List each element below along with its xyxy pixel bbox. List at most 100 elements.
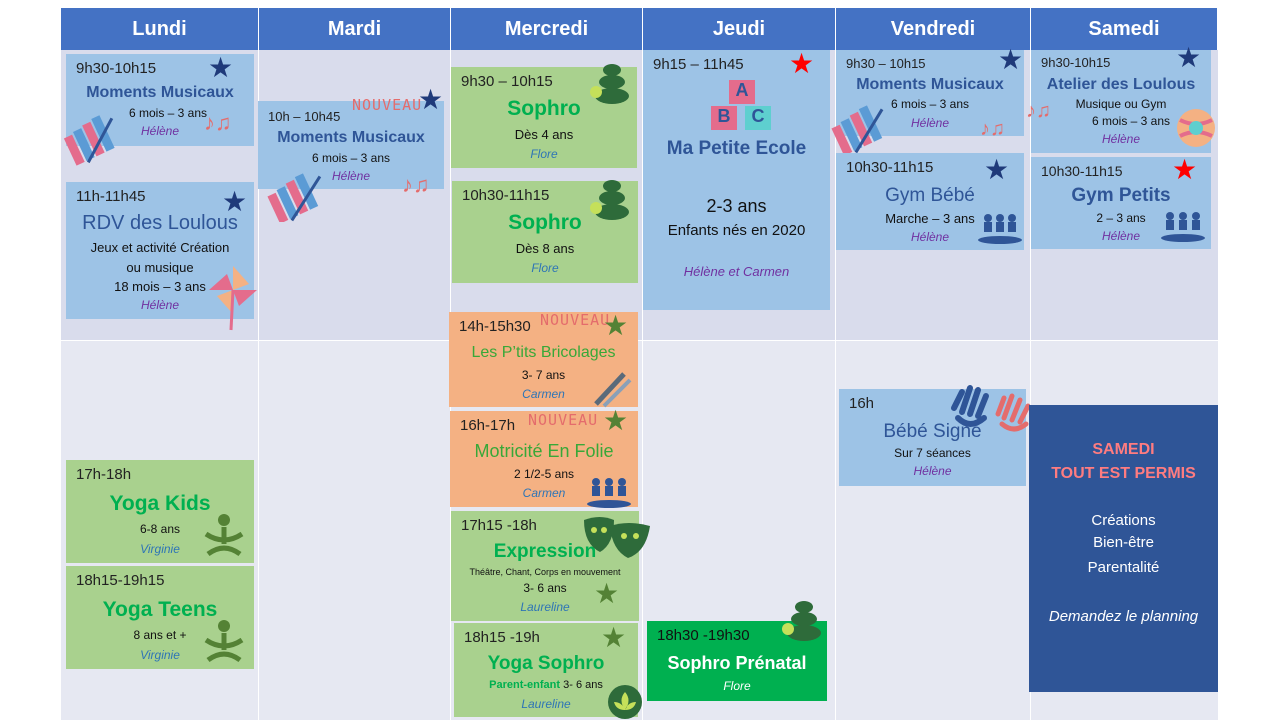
time-label: 14h-15h30 <box>459 318 531 335</box>
age-label: 2-3 ans <box>706 196 767 216</box>
activity-description: ou musique <box>126 260 194 275</box>
instructor-label: Carmen <box>522 387 565 401</box>
activity-title: Gym Petits <box>1071 185 1171 206</box>
instructor-label: Hélène <box>140 298 180 312</box>
header-samedi: Samedi <box>1031 8 1217 50</box>
activity-card-bebe-signe[interactable]: 16h Bébé Signe Sur 7 séances Hélène <box>839 389 1026 486</box>
xylophone-icon <box>267 173 322 222</box>
instructor-label: Hélène <box>1101 229 1141 243</box>
header-jeudi: Jeudi <box>643 8 835 50</box>
age-label: 2 – 3 ans <box>1096 211 1146 225</box>
age-label: Sur 7 séances <box>894 446 971 460</box>
letter-block: A <box>729 80 755 104</box>
promo-subheading: TOUT EST PERMIS <box>1051 465 1196 482</box>
star-icon: ★ <box>603 405 629 436</box>
samedi-promo-panel: SAMEDI TOUT EST PERMIS Créations Bien-êt… <box>1029 405 1218 692</box>
age-label: 3- 6 ans <box>563 679 603 691</box>
promo-item: Créations <box>1091 512 1156 529</box>
time-label: 17h15 -18h <box>461 517 537 534</box>
instructor-label: Flore <box>530 147 558 161</box>
nouveau-badge: NOUVEAU <box>540 311 611 329</box>
theater-masks-icon <box>584 517 650 558</box>
activity-title: Motricité En Folie <box>474 441 614 461</box>
row-divider <box>61 340 1218 341</box>
xylophone-icon <box>831 105 884 156</box>
instructor-label: Hélène <box>140 124 180 138</box>
activity-card-moments-musicaux[interactable]: 10h – 10h45 Moments Musicaux 6 mois – 3 … <box>258 101 444 189</box>
activity-card-yoga-kids[interactable]: 17h-18h Yoga Kids 6-8 ans Virginie <box>66 460 254 563</box>
time-label: 16h <box>849 395 875 412</box>
star-icon: ★ <box>222 186 248 217</box>
activity-card-gym-petits[interactable]: 10h30-11h15 Gym Petits 2 – 3 ans Hélène <box>1031 157 1211 249</box>
star-icon: ★ <box>789 48 815 79</box>
activity-title: Sophro <box>507 97 581 120</box>
star-icon: ★ <box>594 578 620 609</box>
activity-description-line: Parent-enfant 3- 6 ans <box>454 679 638 691</box>
promo-item: Bien-être <box>1093 534 1154 551</box>
promo-heading: SAMEDI <box>1092 441 1155 458</box>
instructor-label: Flore <box>531 261 559 275</box>
activity-title: Yoga Kids <box>109 492 211 515</box>
trampoline-kids-icon <box>587 478 631 508</box>
time-label: 16h-17h <box>460 417 516 434</box>
activity-title: Yoga Teens <box>102 598 218 621</box>
activity-description: Parent-enfant <box>489 679 561 691</box>
pinwheel-icon <box>209 266 257 331</box>
instructor-label: Hélène <box>913 464 952 478</box>
star-icon: ★ <box>418 84 444 115</box>
activity-title: Les P’tits Bricolages <box>471 344 616 361</box>
promo-cta[interactable]: Demandez le planning <box>1048 608 1199 625</box>
instructor-label: Hélène <box>331 169 371 183</box>
letter-block: C <box>745 106 771 130</box>
lotus-icon <box>608 685 642 719</box>
promo-item: Parentalité <box>1087 559 1160 576</box>
instructor-label: Flore <box>723 679 751 693</box>
column-divider <box>642 8 643 720</box>
age-label: 6 mois – 3 ans <box>1091 114 1171 128</box>
instructor-label: Laureline <box>521 697 571 711</box>
activity-title: Yoga Sophro <box>487 653 605 674</box>
activity-title: Expression <box>493 541 597 562</box>
age-label: Dès 8 ans <box>515 241 575 256</box>
time-label: 17h-18h <box>76 466 132 483</box>
time-label: 10h30-11h15 <box>462 187 550 204</box>
age-label: 6 mois – 3 ans <box>890 97 970 111</box>
activity-title: Moments Musicaux <box>277 129 425 146</box>
activity-description: Théâtre, Chant, Corps en mouvement <box>469 567 621 577</box>
music-notes-icon: ♪♫ <box>204 110 232 135</box>
star-icon: ★ <box>1176 42 1202 73</box>
activity-title: RDV des Loulous <box>82 212 238 234</box>
activity-card-sophro-prenatal[interactable]: 18h30 -19h30 Sophro Prénatal Flore <box>647 621 827 701</box>
activity-card-ptits-bricolages[interactable]: 14h-15h30 Les P’tits Bricolages 3- 7 ans… <box>449 312 638 407</box>
zen-stones-icon <box>590 180 629 220</box>
star-icon: ★ <box>603 310 629 341</box>
time-label: 9h30-10h15 <box>1041 55 1111 70</box>
activity-card-yoga-sophro[interactable]: 18h15 -19h Yoga Sophro Parent-enfant 3- … <box>454 623 638 717</box>
activity-title: Ma Petite Ecole <box>666 138 807 159</box>
activity-card-atelier-des-loulous[interactable]: 9h30-10h15 Atelier des Loulous Musique o… <box>1031 50 1211 153</box>
time-label: 9h30-10h15 <box>76 60 157 77</box>
age-label: 6 mois – 3 ans <box>311 151 391 165</box>
activity-card-ma-petite-ecole[interactable]: 9h15 – 11h45 A B C Ma Petite Ecole 2-3 a… <box>643 50 830 310</box>
activity-description: Enfants nés en 2020 <box>667 222 806 239</box>
music-notes-icon: ♪♫ <box>980 118 1005 140</box>
activity-title: Sophro Prénatal <box>667 653 807 673</box>
activity-card-expression[interactable]: 17h15 -18h Expression Théâtre, Chant, Co… <box>451 511 639 621</box>
column-divider <box>258 8 259 720</box>
trampoline-kids-icon <box>1161 212 1205 242</box>
time-label: 10h30-11h15 <box>846 159 934 176</box>
activity-card-yoga-teens[interactable]: 18h15-19h15 Yoga Teens 8 ans et + Virgin… <box>66 566 254 669</box>
time-label: 10h – 10h45 <box>268 109 341 124</box>
instructor-label: Virginie <box>140 648 180 662</box>
craft-tools-icon <box>594 372 632 408</box>
music-notes-icon: ♪♫ <box>1026 100 1051 122</box>
activity-card-gym-bebe[interactable]: 10h30-11h15 Gym Bébé Marche – 3 ans Hélè… <box>836 153 1024 250</box>
column-divider <box>1030 8 1031 720</box>
activity-title: Atelier des Loulous <box>1046 76 1196 93</box>
yoga-pose-icon <box>204 620 244 663</box>
age-label: 6 mois – 3 ans <box>128 106 208 120</box>
time-label: 18h15 -19h <box>464 629 540 646</box>
age-label: 3- 6 ans <box>523 581 567 595</box>
time-label: 18h15-19h15 <box>76 572 165 589</box>
time-label: 11h-11h45 <box>76 188 146 205</box>
